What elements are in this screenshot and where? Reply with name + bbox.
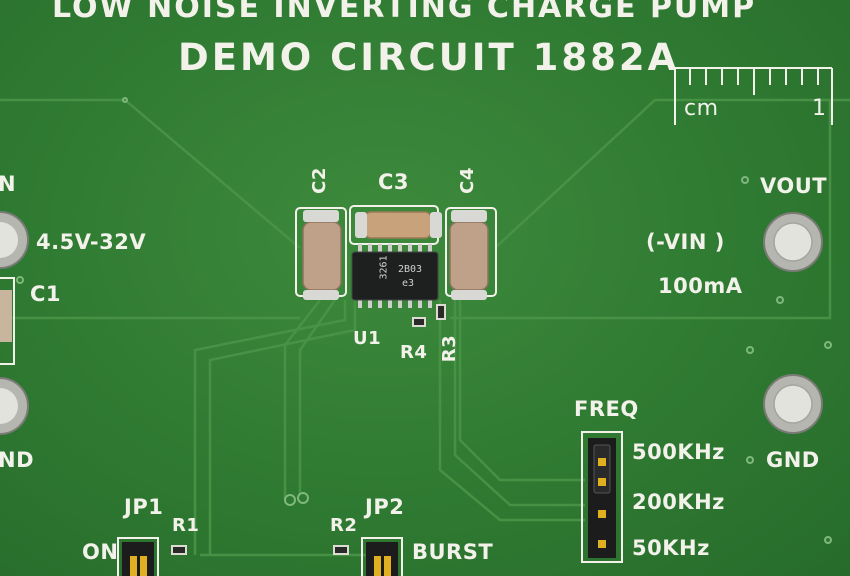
ruler-unit: cm bbox=[684, 96, 719, 121]
c4-label: C4 bbox=[456, 167, 478, 194]
u1-chip bbox=[351, 244, 439, 308]
freq-jumper-outline bbox=[581, 431, 623, 563]
vout-current: 100mA bbox=[658, 274, 743, 298]
jp2-outline bbox=[361, 537, 403, 576]
c4-body bbox=[449, 221, 489, 291]
r1-label: R1 bbox=[172, 515, 200, 536]
gnd-in-label: ND bbox=[0, 448, 35, 472]
output-trace bbox=[450, 100, 832, 320]
r3-part bbox=[436, 304, 446, 320]
vout-note: (-VIN ) bbox=[646, 230, 725, 254]
r2-label: R2 bbox=[330, 515, 358, 536]
ruler-end-mark: 1 bbox=[812, 96, 827, 121]
r4-label: R4 bbox=[400, 342, 428, 363]
jp2-label: JP2 bbox=[365, 495, 405, 519]
jp1-on-label: ON bbox=[82, 540, 119, 564]
c1-body bbox=[0, 290, 12, 342]
board-title-line2: DEMO CIRCUIT 1882A bbox=[178, 36, 680, 79]
jp2-header bbox=[366, 542, 398, 576]
chip-marking-1: 3261 bbox=[378, 255, 390, 280]
vin-trace bbox=[0, 98, 301, 249]
c3-label: C3 bbox=[378, 170, 410, 194]
freq-label: FREQ bbox=[574, 397, 639, 421]
vout-trace bbox=[494, 98, 850, 249]
vin-label: N bbox=[0, 172, 17, 196]
chip-marking-2: 2B03 bbox=[398, 264, 423, 275]
freq-option-500khz: 500KHz bbox=[632, 440, 725, 464]
board-title-line1: LOW NOISE INVERTING CHARGE PUMP bbox=[52, 0, 757, 25]
c2-body bbox=[302, 221, 342, 291]
jp1-header bbox=[122, 542, 154, 576]
r1-part bbox=[171, 545, 187, 555]
c2-label: C2 bbox=[308, 167, 330, 194]
ruler bbox=[674, 67, 833, 125]
r3-label: R3 bbox=[439, 334, 461, 363]
terminals bbox=[0, 211, 823, 435]
c3-body bbox=[364, 211, 432, 239]
vin-range: 4.5V-32V bbox=[36, 230, 147, 254]
r2-part bbox=[333, 545, 349, 555]
freq-option-200khz: 200KHz bbox=[632, 490, 725, 514]
jp2-burst-label: BURST bbox=[412, 540, 494, 564]
u1-label: U1 bbox=[353, 328, 382, 349]
r4-part bbox=[412, 317, 426, 327]
jp1-outline bbox=[117, 537, 159, 576]
gnd-label: GND bbox=[766, 448, 820, 472]
freq-option-50khz: 50KHz bbox=[632, 536, 710, 560]
c1-label: C1 bbox=[30, 282, 62, 306]
jp1-label: JP1 bbox=[124, 495, 164, 519]
freq-header bbox=[588, 438, 616, 558]
chip-marking-3: e3 bbox=[402, 278, 415, 289]
vout-label: VOUT bbox=[760, 174, 828, 198]
